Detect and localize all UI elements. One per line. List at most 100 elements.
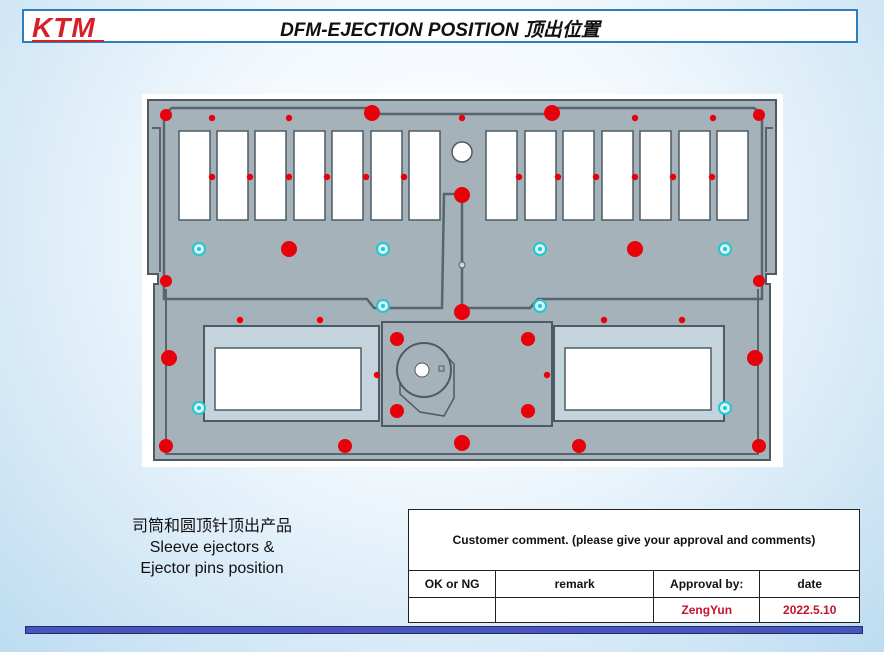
sleeve-ejector-core [538,247,542,251]
ejector-pin-large [281,241,297,257]
ktm-logo: KTM [32,12,96,43]
sleeve-ejector-group [192,242,732,415]
col-ok-ng: OK or NG [407,570,497,598]
ejector-pin-small [543,371,551,379]
ejector-pin-small [208,173,216,181]
ejection-diagram [142,94,783,467]
ejector-pin-large [454,187,470,203]
sleeve-ejector-core [197,247,201,251]
ejector-pin-small [600,316,608,324]
upper-window [216,130,249,221]
ejector-pin-large [753,275,765,287]
ejector-pin-large [160,109,172,121]
ejector-pin-small [236,316,244,324]
ejector-pin-large [454,435,470,451]
ejector-pin-small [285,173,293,181]
ejector-pin-small [515,173,523,181]
col-approval-by: Approval by: [653,570,761,598]
sleeve-ejector-core [723,247,727,251]
upper-window [716,130,749,221]
ejector-pin-small [246,173,254,181]
upper-window [562,130,595,221]
ejector-pin-small [316,316,324,324]
side-rail-left [152,127,161,272]
page-title: DFM-EJECTION POSITION 顶出位置 [280,20,600,41]
small-locator [458,261,466,269]
ejector-pin-small [400,173,408,181]
ejector-pin-small [678,316,686,324]
lower-right-window [564,347,712,411]
upper-window [408,130,441,221]
upper-window [178,130,211,221]
ejector-pin-large [390,404,404,418]
upper-window [370,130,403,221]
top-center-hole [451,141,473,163]
cell-date: 2022.5.10 [759,597,860,623]
ejector-pin-small [323,173,331,181]
ejector-pin-large [747,350,763,366]
ejector-pin-large [161,350,177,366]
sleeve-ejector-core [381,247,385,251]
upper-window [524,130,557,221]
side-rail-right [765,127,773,272]
ejector-pin-large [521,332,535,346]
part-drawing [147,99,777,461]
ejector-pin-large [752,439,766,453]
upper-window [293,130,326,221]
upper-window [254,130,287,221]
left-rail [162,114,764,310]
boss-notch [438,365,445,372]
col-date: date [759,570,860,598]
sleeve-ejector-core [723,406,727,410]
ejector-pin-large [627,241,643,257]
ejector-pin-small [709,114,717,122]
ejector-pin-large [364,105,380,121]
cell-approval-by: ZengYun [653,597,761,623]
ejector-pin-large [159,439,173,453]
ejector-pin-small [362,173,370,181]
ejector-pin-large [544,105,560,121]
caption-sleeve: Sleeve ejectors & [149,539,275,556]
bottom-rail [165,289,759,455]
ejector-pin-small [708,173,716,181]
sleeve-ejector-core [197,406,201,410]
ejector-pin-large [160,275,172,287]
upper-window [331,130,364,221]
ejector-caption: 司筒和圆顶针顶出产品 Sleeve ejectors & Ejector pin… [112,516,312,579]
ejector-pin-large [390,332,404,346]
ejector-pin-small [208,114,216,122]
customer-comment-header: Customer comment. (please give your appr… [408,509,860,571]
ejector-pin-small [592,173,600,181]
top-rail [163,106,763,116]
upper-window [485,130,518,221]
ejector-pin-small [631,173,639,181]
ejector-pin-small [285,114,293,122]
lower-left-window [214,347,362,411]
cell-remark[interactable] [495,597,655,623]
ejector-pin-small [373,371,381,379]
col-remark: remark [495,570,655,598]
cell-ok-ng[interactable] [407,597,497,623]
upper-window [678,130,711,221]
ejector-pin-large [521,404,535,418]
logo-underline [32,40,104,42]
ejector-pin-large [454,304,470,320]
sleeve-ejector-core [538,304,542,308]
upper-window [639,130,672,221]
ejector-pin-group [159,105,766,453]
sleeve-ejector-core [381,304,385,308]
ejector-pin-large [753,109,765,121]
center-boss-hole [414,362,430,378]
approval-table: Customer comment. (please give your appr… [407,509,860,623]
upper-window-group [178,130,749,221]
caption-chinese: 司筒和圆顶针顶出产品 [131,518,292,535]
bottom-bar [25,626,863,634]
ejector-pin-small [458,114,466,122]
ejector-pin-large [338,439,352,453]
upper-window [601,130,634,221]
ejector-pin-large [572,439,586,453]
ejector-pin-small [669,173,677,181]
ejector-pin-small [554,173,562,181]
header: KTM DFM-EJECTION POSITION 顶出位置 [22,9,858,43]
ejector-pin-small [631,114,639,122]
